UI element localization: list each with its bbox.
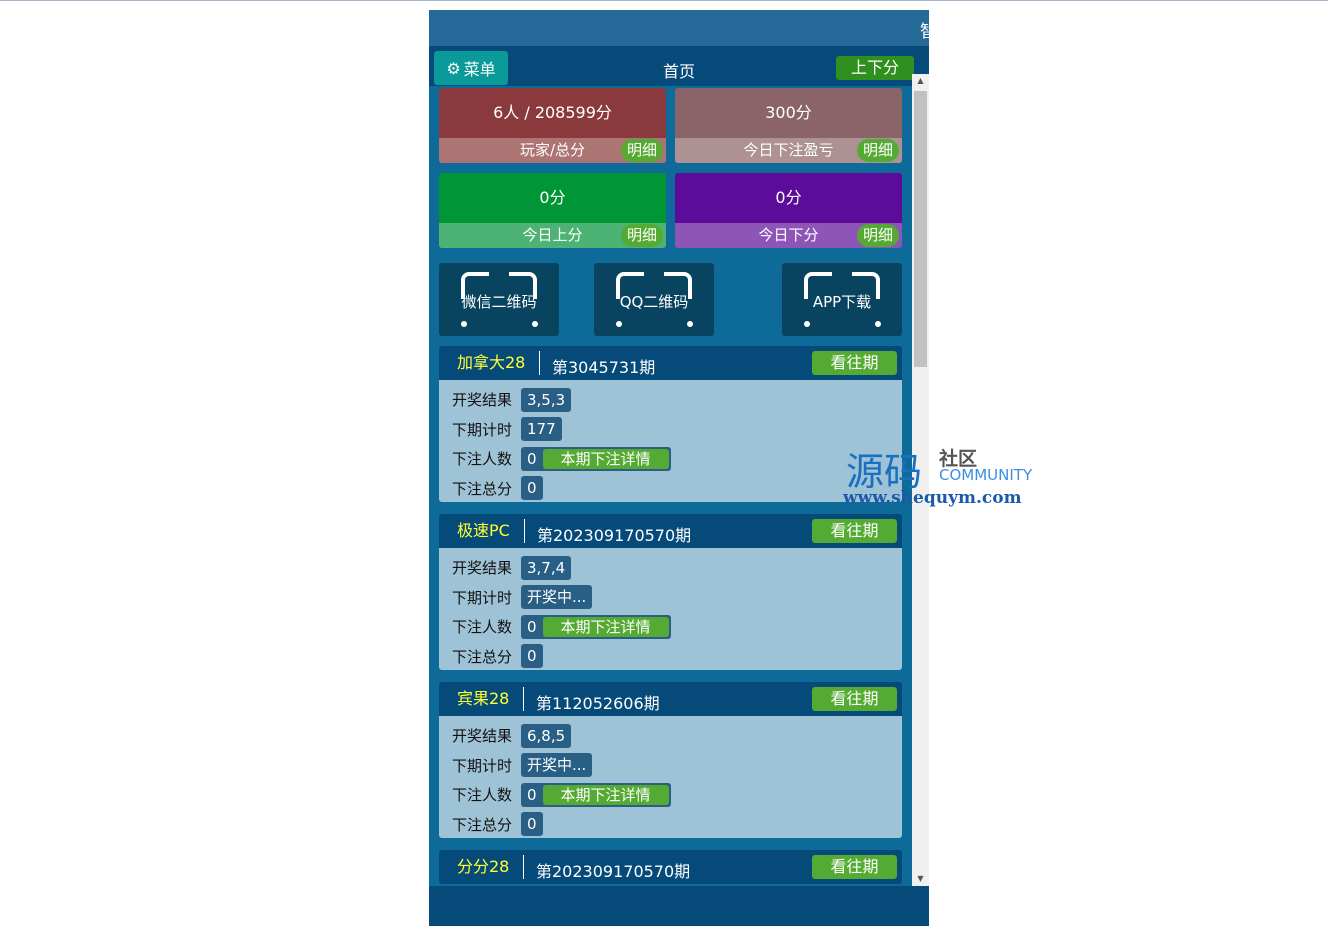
stat-label: 今日上分 [522,226,583,244]
total-value: 0 [521,476,543,501]
game-card: 宾果28 第112052606期 看往期 开奖结果 6,8,5 下期计时开奖中..… [439,682,902,838]
qr-button[interactable]: APP下载 [782,263,902,336]
countdown-label: 下期计时 [452,588,513,607]
game-name: 宾果28 [457,687,525,711]
game-name: 极速PC [457,519,525,543]
qr-label: QQ二维码 [619,293,689,311]
watermark: 源码 社区 COMMUNITY www.shequym.com [843,441,1043,511]
detail-button[interactable]: 明细 [620,139,663,162]
total-value: 0 [521,812,543,837]
game-body: 开奖结果 3,7,4 下期计时开奖中... 下注人数 0 本期下注详情 下注总分 0 [439,548,902,670]
bettors-value: 0 [527,785,537,804]
bettors-value: 0 [527,617,537,636]
game-header: 分分28 第202309170570期 看往期 [439,850,902,884]
stat-value: 0分 [539,188,566,207]
watermark-url: www.shequym.com [843,488,1022,508]
stat-value: 300分 [765,103,812,122]
game-period: 第3045731期 [552,358,656,377]
footer-bar [429,886,929,926]
scroll-down-icon[interactable]: ▼ [917,874,924,883]
total-label: 下注总分 [452,479,513,498]
game-period: 第202309170570期 [536,862,691,881]
game-body: 开奖结果 3,5,3 下期计时 177 下注人数 0 本期下注详情 下注总分 0 [439,380,902,502]
countdown-value: 开奖中... [521,585,593,610]
result-value: 3,5,3 [521,387,572,412]
watermark-community: COMMUNITY [939,466,1033,484]
bet-detail-button[interactable]: 本期下注详情 [542,616,669,637]
game-card: 加拿大28 第3045731期 看往期 开奖结果 3,5,3 下期计时 177 下注… [439,346,902,502]
countdown-value: 177 [521,417,562,442]
watermark-small: 社区 [939,448,978,470]
stat-label: 玩家/总分 [519,141,586,159]
menu-button[interactable]: ⚙菜单 [434,51,508,85]
stat-card: 0分 今日上分 明细 [439,173,666,248]
result-value: 3,7,4 [521,555,572,580]
game-period: 第202309170570期 [537,526,692,545]
detail-button[interactable]: 明细 [620,224,663,247]
bettors-label: 下注人数 [452,786,513,805]
game-header: 加拿大28 第3045731期 看往期 [439,346,902,380]
bettors-label: 下注人数 [452,450,513,469]
bet-detail-button[interactable]: 本期下注详情 [542,784,669,805]
past-results-button[interactable]: 看往期 [812,855,897,879]
bettors-value: 0 [527,449,537,468]
game-card: 极速PC 第202309170570期 看往期 开奖结果 3,7,4 下期计时开奖… [439,514,902,670]
gear-icon: ⚙ [446,58,461,78]
countdown-value: 开奖中... [521,753,593,778]
header-title: 智 [920,22,929,42]
past-results-button[interactable]: 看往期 [812,519,897,543]
app-window: 智 ⚙菜单 首页 上下分 6人 / 208599分 玩家/总分 明细 300分 … [429,10,929,926]
game-period: 第112052606期 [536,694,660,713]
top-header: 智 [429,10,929,46]
bettors-label: 下注人数 [452,618,513,637]
countdown-label: 下期计时 [452,756,513,775]
detail-button[interactable]: 明细 [856,139,899,162]
scroll-up-icon[interactable]: ▲ [917,76,924,85]
qr-label: APP下载 [812,293,872,311]
stat-card: 0分 今日下分 明细 [675,173,902,248]
stat-card: 6人 / 208599分 玩家/总分 明细 [439,88,666,163]
total-label: 下注总分 [452,815,513,834]
past-results-button[interactable]: 看往期 [812,687,897,711]
game-name: 分分28 [457,855,525,879]
scrollbar[interactable]: ▲ ▼ [912,74,929,886]
stat-label-bar: 玩家/总分 明细 [439,138,666,163]
result-label: 开奖结果 [452,559,513,578]
stat-label-bar: 今日下分 明细 [675,223,902,248]
watermark-big: 源码 [846,450,923,494]
total-label: 下注总分 [452,647,513,666]
scrollbar-thumb[interactable] [914,91,927,367]
nav-bar: ⚙菜单 首页 上下分 [429,46,929,86]
total-value: 0 [521,644,543,669]
stat-card: 300分 今日下注盈亏 明细 [675,88,902,163]
result-value: 6,8,5 [521,723,572,748]
stat-label: 今日下注盈亏 [743,141,834,159]
bettors-chip: 0 本期下注详情 [521,614,671,639]
updown-score-button[interactable]: 上下分 [836,56,914,80]
qr-button[interactable]: 微信二维码 [439,263,559,336]
bettors-chip: 0 本期下注详情 [521,446,671,471]
qr-label: 微信二维码 [461,293,537,311]
game-header: 宾果28 第112052606期 看往期 [439,682,902,716]
main-content: 6人 / 208599分 玩家/总分 明细 300分 今日下注盈亏 明细 0分 … [429,86,912,886]
qr-button[interactable]: QQ二维码 [594,263,714,336]
stat-value: 0分 [775,188,802,207]
result-label: 开奖结果 [452,727,513,746]
game-body: 开奖结果 6,8,5 下期计时开奖中... 下注人数 0 本期下注详情 下注总分 0 [439,716,902,838]
game-card: 分分28 第202309170570期 看往期 [439,850,902,884]
bet-detail-button[interactable]: 本期下注详情 [542,448,669,469]
result-label: 开奖结果 [452,391,513,410]
countdown-label: 下期计时 [452,420,513,439]
game-header: 极速PC 第202309170570期 看往期 [439,514,902,548]
stat-label: 今日下分 [758,226,819,244]
past-results-button[interactable]: 看往期 [812,351,897,375]
bettors-chip: 0 本期下注详情 [521,782,671,807]
page-title: 首页 [662,62,695,81]
game-name: 加拿大28 [457,351,541,375]
stat-label-bar: 今日上分 明细 [439,223,666,248]
menu-label: 菜单 [463,60,496,79]
stat-value: 6人 / 208599分 [493,103,612,122]
detail-button[interactable]: 明细 [856,224,899,247]
stat-label-bar: 今日下注盈亏 明细 [675,138,902,163]
